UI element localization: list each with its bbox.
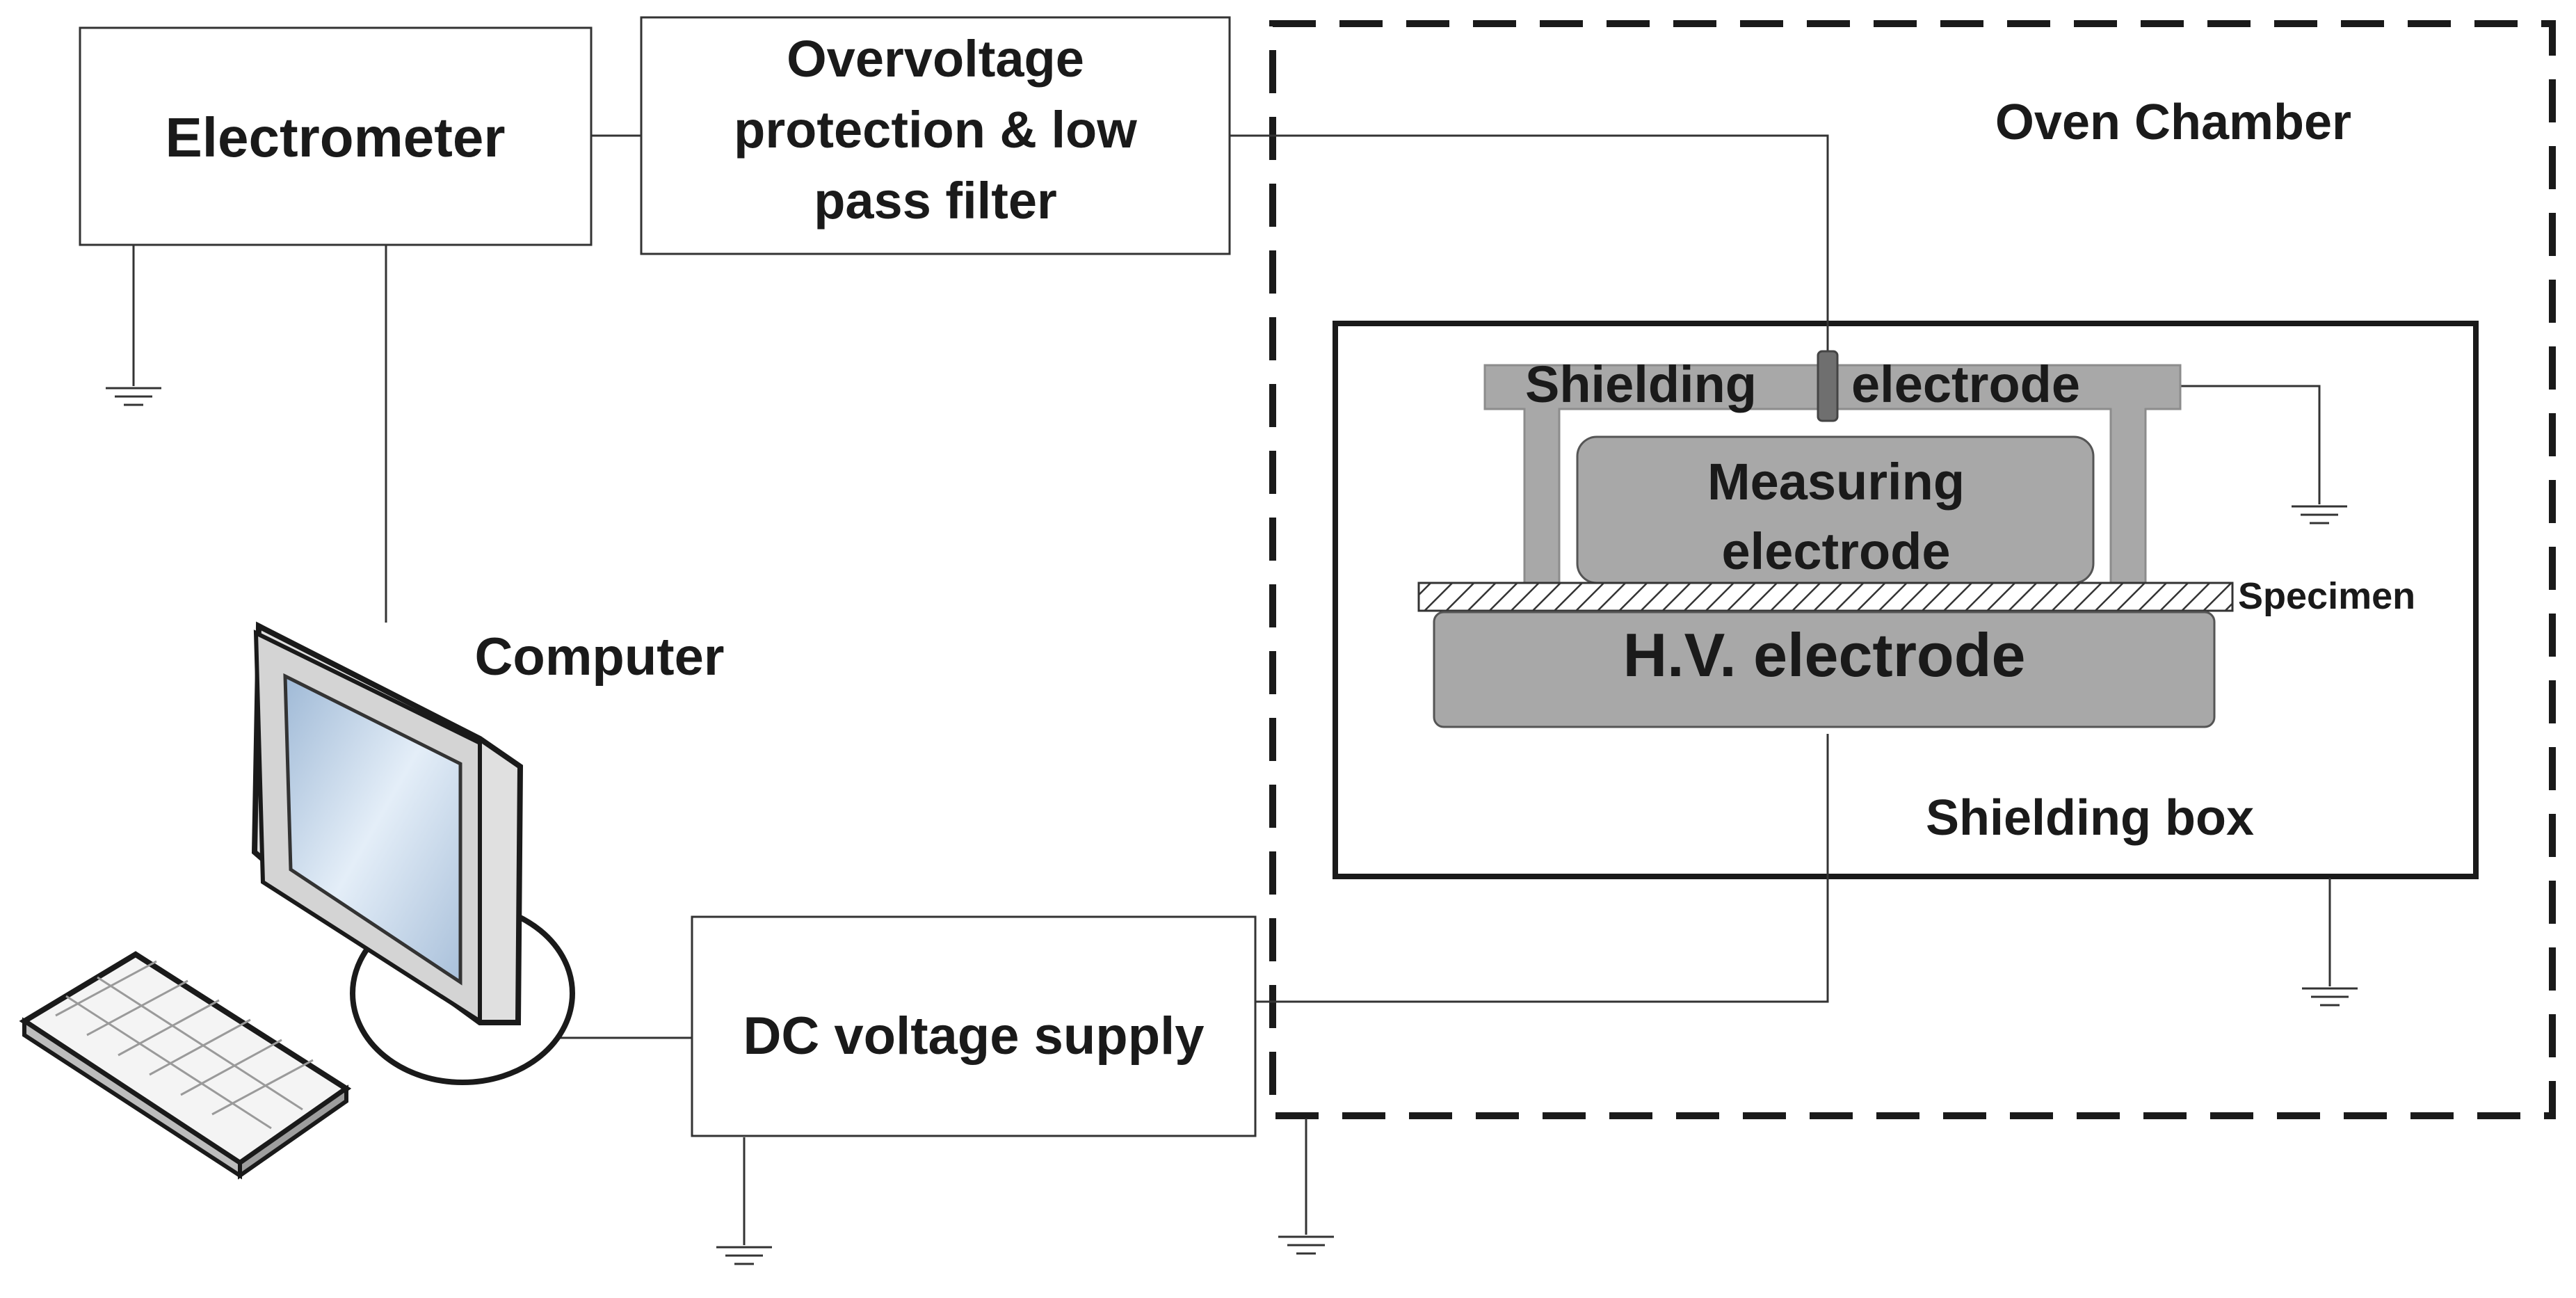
shielding-electrode-label-right: electrode (1851, 355, 2080, 413)
measuring-electrode-label-line2: electrode (1721, 522, 1950, 580)
wire-dcsupply-hv (1255, 734, 1829, 1003)
dc-supply-label: DC voltage supply (743, 1007, 1205, 1066)
shielding-box (1333, 321, 2479, 879)
computer-icon (19, 621, 575, 1180)
oven-chamber-boundary (1269, 20, 2556, 1119)
filter-label-line3: pass filter (814, 172, 1057, 230)
shielding-box-label: Shielding box (1926, 790, 2254, 846)
specimen-label: Specimen (2238, 575, 2415, 617)
monitor-screen (283, 673, 462, 986)
insulator-gap (1817, 350, 1839, 422)
filter-box (640, 16, 1231, 255)
computer-label: Computer (475, 627, 725, 687)
shielding-electrode-label-left: Shielding (1525, 355, 1757, 413)
wire-shielding-ground (2180, 385, 2321, 504)
electrometer-label: Electrometer (165, 106, 505, 168)
ground-symbol-shielding-electrode (2292, 505, 2347, 524)
shielding-electrode (1483, 364, 2182, 587)
specimen (1417, 582, 2234, 612)
electrode-assembly: Shielding electrode Measuring electrode … (1417, 350, 2415, 728)
hv-electrode-label: H.V. electrode (1623, 620, 2026, 689)
ground-symbol-oven (1278, 1235, 1334, 1255)
ground-symbol-electrometer (106, 387, 161, 406)
measuring-electrode-label-line1: Measuring (1707, 453, 1965, 511)
ground-symbol-dc-supply (716, 1246, 772, 1265)
filter-label-line1: Overvoltage (787, 30, 1084, 88)
wire-filter-measuring (1230, 134, 1829, 358)
dc-supply-box (691, 915, 1257, 1137)
filter-label-line2: protection & low (734, 101, 1137, 159)
keyboard-icon (19, 951, 352, 1180)
ground-symbol-shielding-box (2302, 987, 2358, 1007)
electrometer-box (79, 26, 593, 246)
hv-electrode (1433, 611, 2216, 728)
oven-chamber-label: Oven Chamber (1995, 95, 2351, 150)
